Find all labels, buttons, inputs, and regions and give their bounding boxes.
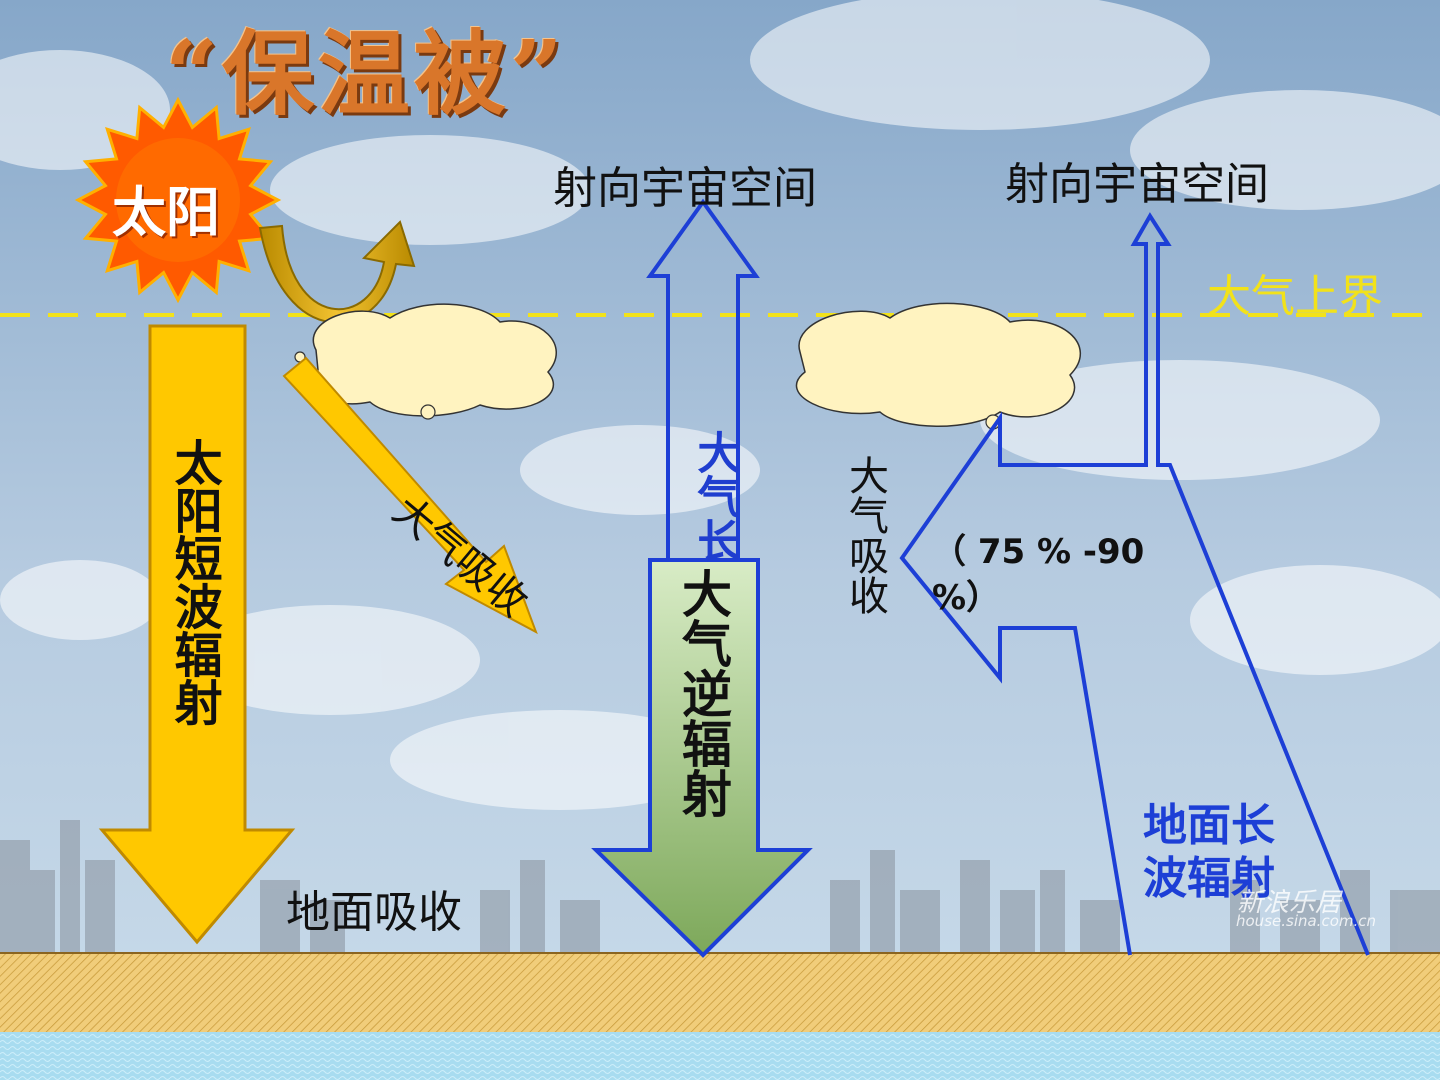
watermark-url: house.sina.com.cn <box>1236 912 1377 930</box>
atmos-counter-arrow <box>591 558 813 958</box>
absorb-percent-label: （ 75 % -90 %） <box>932 532 1145 618</box>
reflection-arrow <box>258 220 416 324</box>
ground-longwave-outline <box>899 212 1370 956</box>
to-space-label-left: 射向宇宙空间 <box>553 163 817 214</box>
atmos-to-space-arrow <box>646 198 760 562</box>
city-skyline <box>0 820 1440 960</box>
cloud-right <box>795 302 1082 427</box>
cloud-left-puff-2 <box>420 404 436 420</box>
cloud-left <box>310 303 557 417</box>
atmos-counter-label: 大气逆辐射 <box>674 568 732 818</box>
atmos-counter-hidden-label: 大气长 <box>690 430 739 562</box>
background-clouds <box>0 0 1440 810</box>
atmos-absorb-arrow-left <box>282 356 538 635</box>
to-space-label-right: 射向宇宙空间 <box>1005 159 1269 210</box>
ground-absorb-label: 地面吸收 <box>286 887 462 938</box>
solar-shortwave-label: 太阳短波辐射 <box>165 438 222 726</box>
sun-label: 太阳 <box>112 181 220 244</box>
ground-strip <box>0 952 1440 1032</box>
ground-longwave-label: 地面长波辐射 <box>1143 800 1275 904</box>
watermark-brand: 新浪乐居 <box>1237 888 1342 918</box>
solar-shortwave-arrow <box>98 324 296 945</box>
atmosphere-top-label: 大气上界 <box>1207 271 1383 322</box>
page-title: “保温被” <box>165 20 567 128</box>
atmos-absorb-label-right: 大气吸收 <box>842 455 888 615</box>
sun-icon <box>74 96 282 304</box>
water-strip <box>0 1032 1440 1080</box>
